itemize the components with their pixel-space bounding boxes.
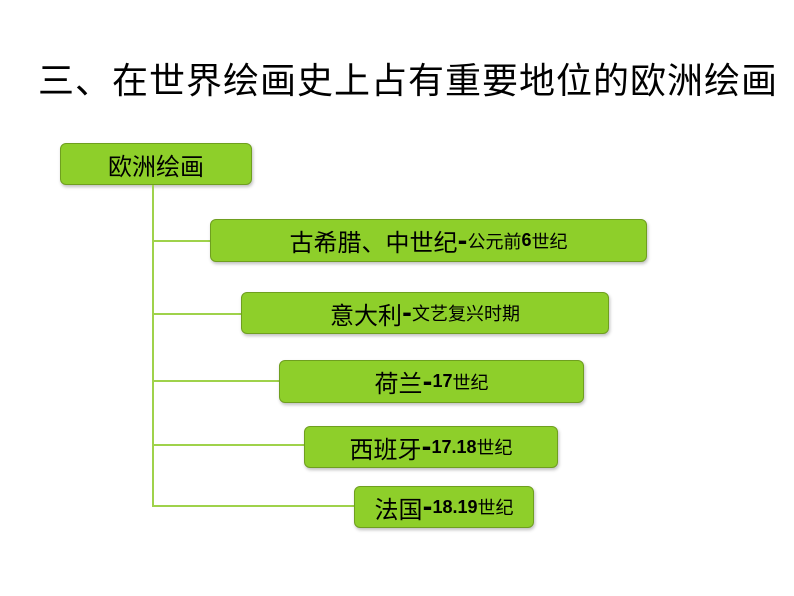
node-dash: - [402,299,412,327]
node-number: 6 [521,230,532,250]
node-tail: 世纪 [477,498,514,519]
node-number: 17 [432,371,453,391]
connector-branch-4 [152,444,304,446]
node-tail: 世纪 [476,438,513,459]
node-main-label: 古希腊、中世纪 [289,229,458,257]
node-main-label: 意大利 [330,301,403,330]
node-main-label: 法国 [374,495,423,524]
node-number: 17.18 [431,436,477,457]
root-node-european-painting: 欧洲绘画 [60,143,252,185]
node-tail: 世纪 [452,372,489,394]
node-main-label: 荷兰 [374,370,423,398]
slide-title: 三、在世界绘画史上占有重要地位的欧洲绘画 [38,61,779,102]
connector-branch-5 [152,505,354,507]
connector-branch-3 [152,380,279,382]
node-sub-label: 文艺复兴时期 [411,304,520,325]
node-italy: 意大利-文艺复兴时期 [241,292,609,334]
connector-vertical [152,185,154,505]
node-tail: 世纪 [531,231,568,253]
node-main-label: 西班牙 [349,435,422,464]
connector-branch-2 [152,313,242,315]
node-dash: - [421,433,432,461]
node-dash: - [422,493,433,521]
connector-branch-1 [152,240,210,242]
node-dash: - [457,226,468,255]
node-number: 18.19 [432,496,478,517]
node-sub-label: 公元前 [467,231,522,253]
node-dash: - [422,367,433,396]
